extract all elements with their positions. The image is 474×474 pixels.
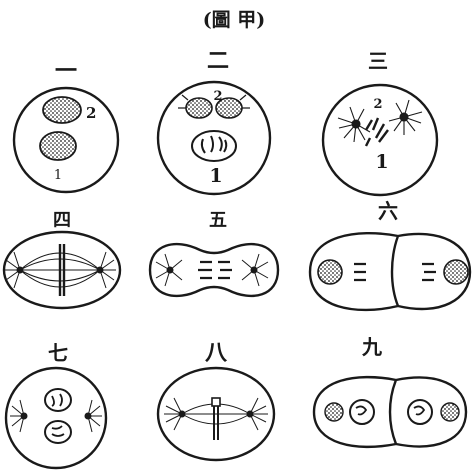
stage-5: 五 (150, 210, 278, 296)
stage-label: 一 (55, 58, 77, 84)
plate-marker (212, 398, 220, 406)
chromatids (198, 262, 232, 278)
stage-label: 九 (361, 335, 382, 359)
nucleus (441, 403, 459, 421)
stage-4: 四 (4, 210, 120, 308)
nucleus (444, 260, 468, 284)
nucleus (45, 421, 71, 443)
nucleus (318, 260, 342, 284)
stage-9: 九 (314, 335, 466, 447)
nucleus (350, 400, 374, 424)
nucleus (40, 132, 76, 160)
stage-1: 一 2 1 (14, 58, 118, 192)
stage-label: 四 (53, 210, 71, 231)
stage-2: 二 2 1 (158, 48, 270, 194)
stage-8: 八 (158, 340, 274, 460)
marker-label: 1 (375, 151, 388, 173)
centrosome (186, 98, 212, 118)
marker-label: 1 (209, 165, 222, 187)
nucleus (408, 400, 432, 424)
nucleus (43, 97, 81, 123)
figure-title: (圖 甲) (203, 9, 266, 31)
stage-label: 八 (205, 340, 228, 366)
stage-label: 七 (48, 341, 68, 365)
marker-label: 1 (54, 168, 62, 183)
stage-3: 三 2 1 (323, 49, 437, 195)
nucleus (325, 403, 343, 421)
stage-label: 三 (368, 49, 388, 73)
stage-7: 七 (6, 341, 106, 468)
metaphase-plate (214, 406, 218, 440)
stage-label: 五 (209, 210, 227, 231)
nucleus (192, 131, 236, 161)
stage-label: 二 (207, 48, 229, 74)
marker-label: 2 (86, 104, 96, 122)
stage-label: 六 (378, 199, 398, 223)
stage-6: 六 (310, 199, 470, 310)
marker-label: 2 (373, 97, 382, 112)
nucleus (45, 389, 71, 411)
marker-label: 2 (213, 89, 222, 104)
chromatids (354, 264, 436, 280)
